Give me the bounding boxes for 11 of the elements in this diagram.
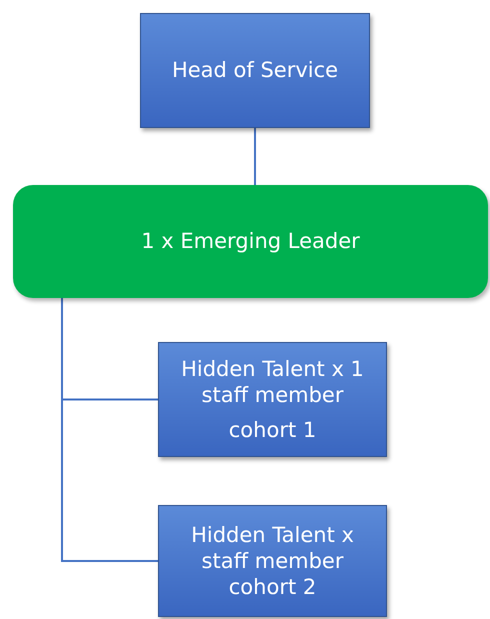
node-text: Hidden Talent x staff member cohort 2	[190, 522, 355, 600]
connector-line	[254, 128, 256, 185]
node-text: 1 x Emerging Leader	[141, 228, 360, 255]
node-text: Head of Service	[172, 57, 338, 84]
role-box	[158, 342, 387, 457]
connector-line	[61, 298, 158, 562]
node-text: Hidden Talent x 1 staff member	[180, 356, 365, 409]
role-box	[158, 505, 387, 617]
role-box	[140, 13, 370, 128]
node-text: cohort 1	[228, 416, 316, 443]
role-box	[13, 185, 488, 298]
